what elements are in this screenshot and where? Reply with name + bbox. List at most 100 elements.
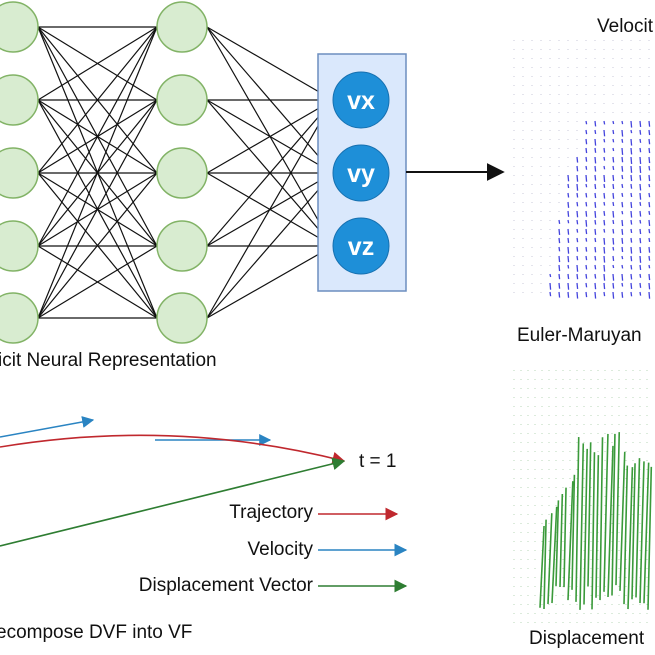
output-node-vz: vz [332,217,390,275]
velocity-vector [585,282,588,288]
legend-label-displacement: Displacement Vector [139,575,314,596]
velocity-vector [576,165,579,172]
velocity-vector [612,147,615,152]
velocity-vector [639,192,642,200]
velocity-vector [648,192,651,198]
velocity-vector [639,210,642,217]
velocity-vector [648,156,651,164]
velocity-vector [567,282,570,290]
velocity-vector [603,228,606,233]
velocity-vector [630,183,633,189]
velocity-vector [585,228,588,235]
network-nodes [0,1,208,344]
velocity-vector [594,138,597,146]
displacement-vector [639,461,645,604]
velocity-vector [630,255,633,262]
velocity-vector [621,138,624,143]
velocity-vector [630,228,633,234]
velocity-vector [558,228,561,235]
velocity-vector [621,210,624,215]
velocity-vector [603,255,606,263]
velocity-vector [594,165,597,172]
velocity-vector [648,264,651,269]
velocity-vector [549,291,552,297]
velocity-vector [639,228,642,235]
hidden-node [156,220,208,272]
connection-edge [206,245,334,319]
velocity-vector [576,192,579,198]
velocity-vector [612,282,615,289]
velocity-vector [594,147,597,153]
velocity-vector [567,237,570,243]
displacement-vector [619,451,626,591]
connection-edge [37,99,158,319]
velocity-vector [648,273,651,281]
velocity-vector [630,246,633,254]
hidden-node [156,292,208,344]
displacement-vector-arrow [0,457,346,547]
connection-edge [37,26,158,247]
output-node-vy: vy [332,144,390,202]
velocity-vector [558,273,561,280]
velocity-vector [630,120,633,128]
displacement-vector [571,474,576,590]
velocity-vector [594,282,597,290]
velocity-vector [612,237,615,245]
velocity-vector [612,138,615,143]
velocity-vector [585,219,588,227]
displacement-vector [615,432,621,586]
trajectory-curve [0,434,346,465]
displacement-vector [563,487,567,588]
displacement-vector [555,500,560,586]
velocity-vector [648,183,651,188]
legend: Trajectory Velocity Displacement Vector [139,502,408,596]
velocity-vector [567,264,570,269]
velocity-vector [567,255,570,263]
connection-edge [37,172,158,319]
displacement-vector [587,442,592,587]
velocity-vector [603,120,606,125]
connection-edge [37,26,158,174]
velocity-vector [612,183,615,190]
velocity-vector [621,228,624,235]
velocity-vector [621,246,624,253]
velocity-vector [594,219,597,225]
velocity-vector [585,237,588,242]
velocity-vector [648,282,651,290]
velocity-vector [621,129,624,137]
velocity-vector [639,255,642,263]
velocity-vector [567,219,570,224]
displacement-field-plot [513,370,653,623]
velocity-vector [612,129,615,135]
velocity-vector [567,201,570,208]
velocity-vector [621,237,624,244]
displacement-vector [591,452,596,610]
connection-edge [206,99,334,174]
velocity-vector [648,147,651,154]
velocity-vector [603,138,606,143]
velocity-vector [630,201,633,208]
velocity-vector [630,282,633,290]
velocity-vector [567,174,570,182]
velocity-vector [558,219,561,224]
velocity-vector [639,264,642,271]
hidden-node [156,1,208,53]
displacement-vector [567,481,574,601]
velocity-vector [630,210,633,218]
velocity-vector [612,255,615,262]
velocity-vector [621,147,624,155]
velocity-vector [630,165,633,173]
velocity-vector [603,237,606,245]
velocity-vector [558,264,561,272]
velocity-vector [567,192,570,198]
velocity-vector [639,138,642,143]
velocity-vector [603,219,606,226]
velocity-vector [585,165,588,170]
velocity-vector [576,282,579,289]
velocity-vector [576,255,579,261]
velocity-vector [576,228,579,233]
velocity-vector [576,219,579,225]
connection-edge [37,26,158,319]
velocity-vector [567,183,570,189]
velocity-vector [585,210,588,217]
